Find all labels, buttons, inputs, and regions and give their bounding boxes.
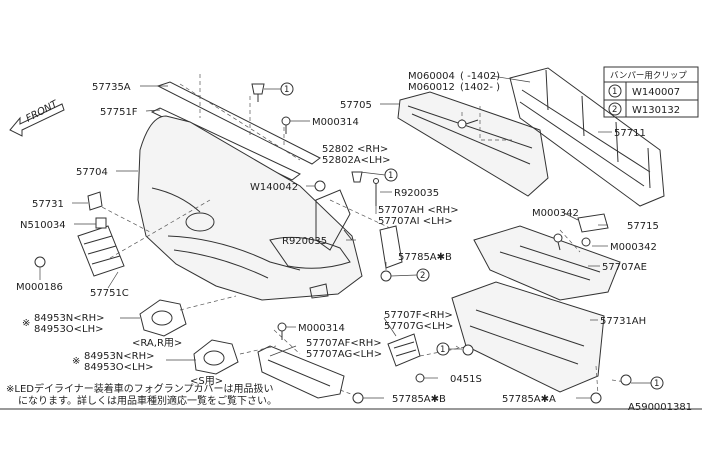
callout-r920035-mid: R920035 [282,236,327,247]
clip-table-marker-1: 1 [612,87,617,97]
callout-57785a-b-top: 57785A✱B [398,252,452,263]
clip-57785a-b-top [380,270,392,282]
callout-m060004-range: ( -1402) [460,71,500,82]
fog-cover-ra [139,299,187,337]
footer: ※LEDデイライナー装着車のフォグランプカバーは用品扱い になります。詳しくは用… [0,382,702,413]
screw-m000314-top [281,116,291,134]
callout-57731: 57731 [32,199,64,210]
callout-57707ae: 57707AE [602,262,647,273]
absorber-57711 [509,67,665,207]
callout-57707g-lh: 57707G<LH> [384,321,453,332]
callout-m000342-b: M000342 [610,242,657,253]
screw-m000342-a [553,233,563,251]
callout-m000342-a: M000342 [532,208,579,219]
callout-57751f: 57751F [100,107,138,118]
clip-table-part-2: W130132 [632,105,680,116]
callout-ra-r: <RA,R用> [132,338,182,349]
callout-w140042: W140042 [250,182,298,193]
callout-57705: 57705 [340,100,372,111]
clip-markers: 1 1 2 1 1 [280,82,664,390]
callout-57751c: 57751C [90,288,129,299]
callout-57707f-rh: 57707F<RH> [384,310,453,321]
callout-57785a-b-bot: 57785A✱B [392,394,446,405]
callout-84953n-rh-1: 84953N<RH> [34,313,105,324]
clip-0451s [415,373,425,383]
clip-table-marker-2: 2 [612,105,617,115]
callout-57707ai-lh: 57707AI <LH> [378,216,453,227]
svg-text:※: ※ [22,318,30,329]
clip-undercover-left [462,344,474,356]
front-bumper-57704 [137,115,363,301]
callout-57707ag-lh: 57707AG<LH> [306,349,382,360]
bracket-57751c [77,225,125,277]
front-arrow: FRONT [9,98,65,137]
marker-1-d: 1 [654,379,659,389]
clip-undercover-right [620,374,632,386]
callout-84953o-lh-1: 84953O<LH> [34,324,104,335]
bracket-57707f [387,333,421,367]
callout-57731ah: 57731AH [600,316,646,327]
clip-table-header: バンパー用クリップ [610,71,687,81]
clip-w140042 [314,180,326,192]
callout-52802-rh: 52802 <RH> [322,144,388,155]
rivet-r920035-top [373,178,379,206]
dashed-guides [95,74,627,399]
lower-bracket-57707af [257,345,345,399]
screw-m000314-mid [277,322,287,340]
side-bracket-52802 [315,189,351,251]
marker-1-b: 1 [388,171,393,181]
clip-57731 [87,191,103,211]
note-marks: ※ ※ [22,318,80,367]
callout-57707ah-rh: 57707AH <RH> [378,205,459,216]
screw-m000186 [34,256,46,268]
callout-s-use: <S用> [190,376,223,387]
bumper-beam-57705 [397,91,549,197]
callout-84953o-lh-2: 84953O<LH> [84,362,154,373]
callout-n510034: N510034 [20,220,66,231]
leader-lines [39,75,651,399]
clip-57785a-a [590,392,602,404]
clip-52802-top [351,171,363,183]
callout-m000186: M000186 [16,282,63,293]
callout-57735a: 57735A [92,82,131,93]
callout-84953n-rh-2: 84953N<RH> [84,351,155,362]
marker-2-a: 2 [420,271,425,281]
callout-m060004: M060004 [408,71,455,82]
diagram-id: A590001381 [628,402,692,413]
callout-52802a-lh: 52802A<LH> [322,155,391,166]
fog-cover-s [193,339,239,375]
undercover-57707ae [473,213,621,301]
callout-m060012: M060012 [408,82,455,93]
callout-57707af-rh: 57707AF<RH> [306,338,382,349]
callout-0451s: 0451S [450,374,482,385]
clip-57735a-fastener [251,83,265,102]
clip-n510034 [95,217,107,229]
undercover-57731ah [451,281,605,393]
callout-m060012-range: (1402- ) [460,82,500,93]
screw-m060004 [457,119,479,129]
callout-m000314-top: M000314 [312,117,359,128]
clip-table: バンパー用クリップ 1 W140007 2 W130132 [603,66,699,118]
clip-table-part-1: W140007 [632,87,680,98]
note-line-1: ※LEDデイライナー装着車のフォグランプカバーは用品扱い [6,382,273,395]
side-bracket-57707ah [379,225,403,269]
svg-text:※: ※ [72,356,80,367]
clip-57785a-b-bot [352,392,364,404]
marker-1-c: 1 [440,345,445,355]
callout-m000314-mid: M000314 [298,323,345,334]
callout-57704: 57704 [76,167,108,178]
callout-57715: 57715 [627,221,659,232]
callout-57785a-a: 57785A✱A [502,394,556,405]
marker-1-a: 1 [284,85,289,95]
rivet-r920035-mid [343,229,353,241]
callouts: M060004 ( -1402) M060012 (1402- ) 57735A… [16,71,659,405]
callout-r920035-top: R920035 [394,188,439,199]
screw-m000342-b [581,237,591,247]
callout-57711: 57711 [614,128,646,139]
note-line-2: になります。詳しくは用品車種別適応一覧をご覧下さい。 [18,394,277,407]
